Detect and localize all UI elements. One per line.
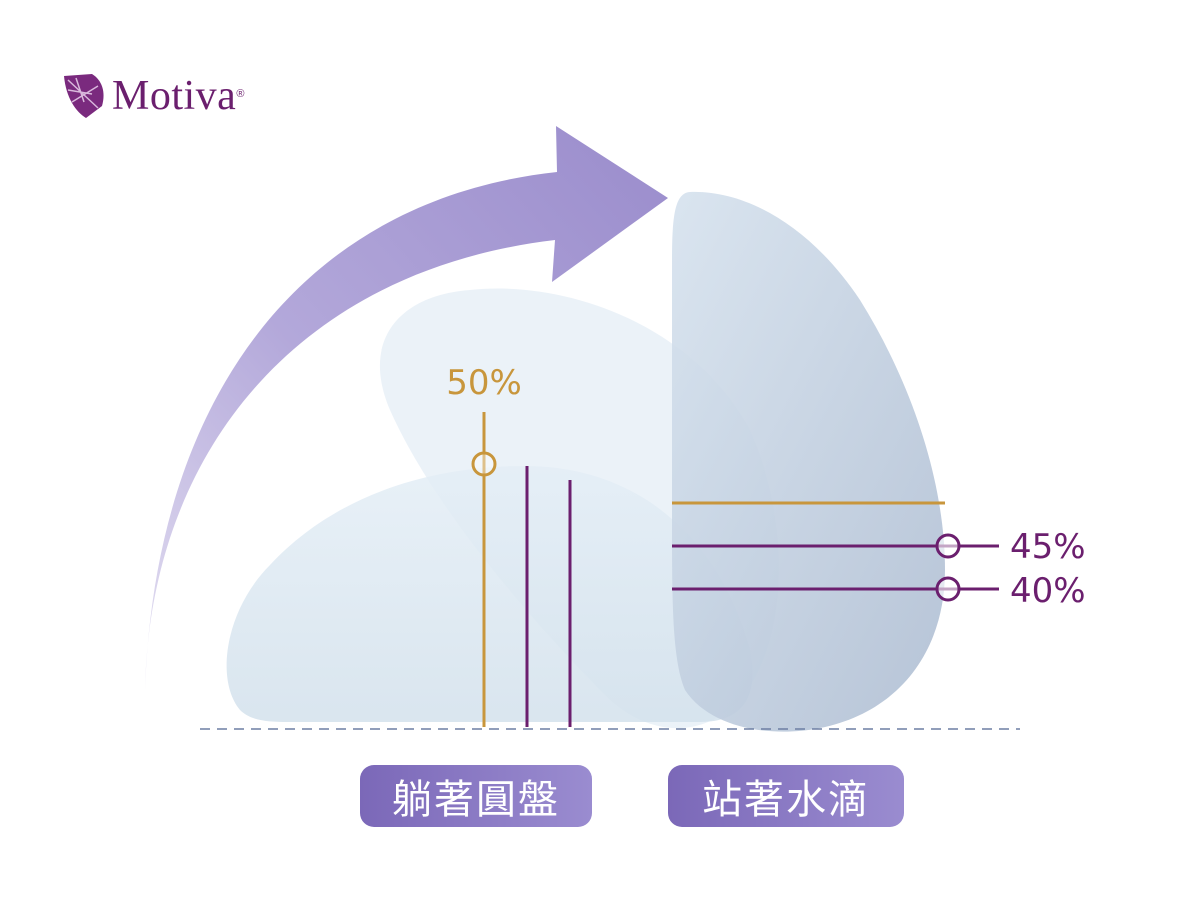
lying-center-marker [471,451,497,477]
standing-marker-lower [935,576,961,602]
lying-percent-label: 50% [446,363,522,403]
rotation-arrow [145,126,668,690]
brand-logo: Motiva ® [62,72,244,120]
standing-percent-lower-label: 40% [1010,571,1086,611]
standing-marker-upper [935,533,961,559]
registered-mark: ® [236,88,245,100]
brand-name: Motiva [112,73,237,119]
lying-round-label-button[interactable]: 躺著圓盤 [360,765,592,827]
leaf-logo-icon [64,74,104,118]
standing-percent-upper-label: 45% [1010,527,1086,567]
standing-teardrop-label-button[interactable]: 站著水滴 [668,765,904,827]
standing-teardrop-implant-shape [672,191,945,732]
lying-round-implant-shape [226,466,753,722]
